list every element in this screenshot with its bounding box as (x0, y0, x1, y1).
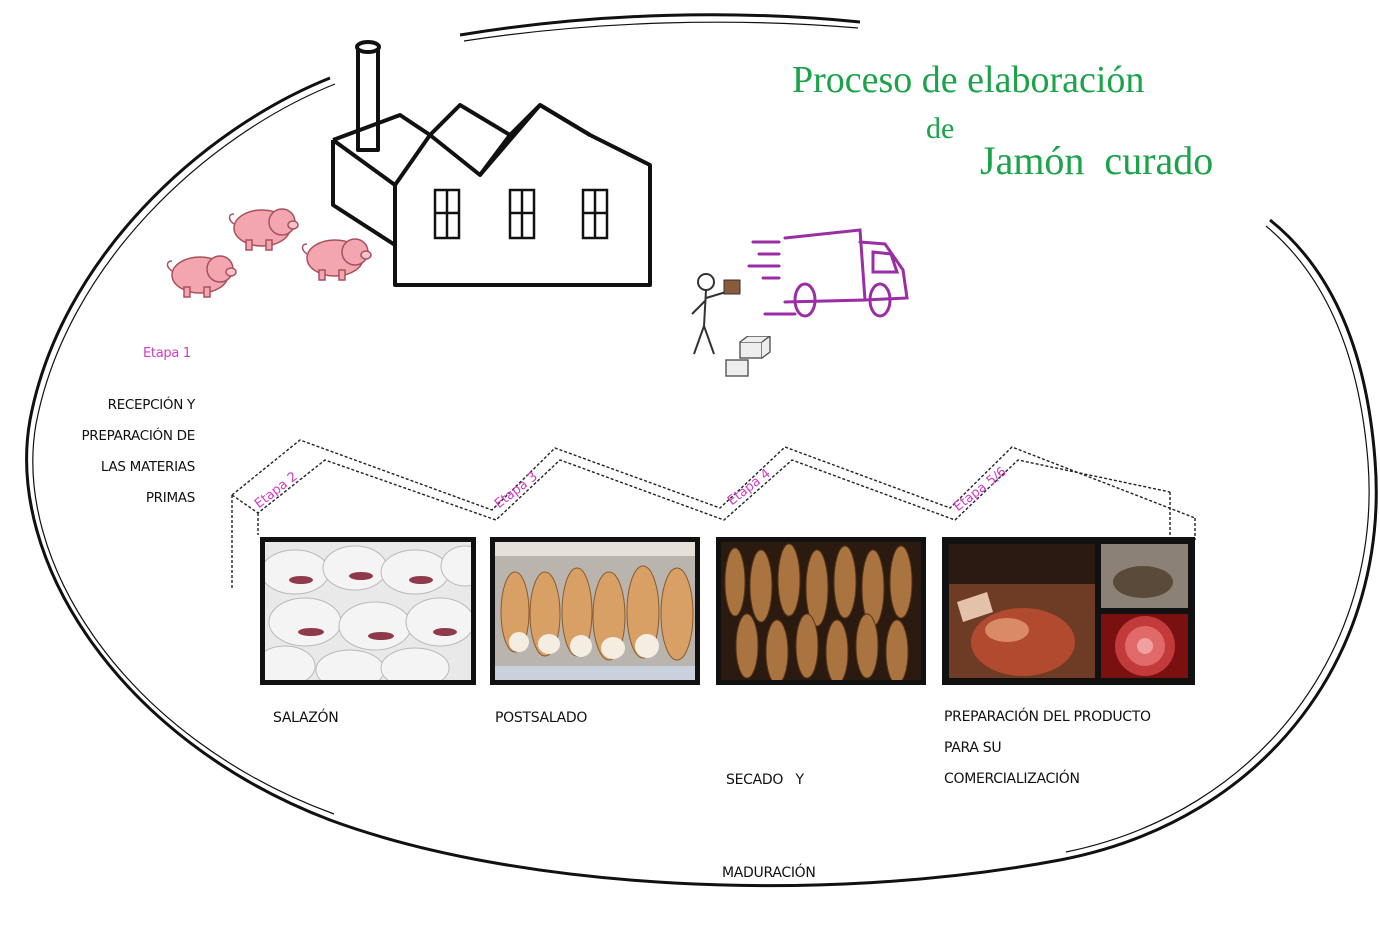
preparacion-photo (942, 537, 1195, 685)
oval-frame (25, 13, 1378, 888)
secado-photo (716, 537, 926, 685)
caption-line: COMERCIALIZACIÓN (944, 771, 1080, 787)
stage-1-label: Etapa 1 (143, 346, 191, 361)
stage-1-line: PREPARACIÓN DE (81, 428, 195, 444)
caption-salazon: SALAZÓN (273, 703, 339, 734)
factory-icon (331, 40, 652, 287)
box-icon (725, 336, 772, 377)
worker-icon (691, 273, 741, 355)
truck-icon (747, 228, 909, 318)
salazon-photo (260, 537, 476, 685)
caption-line: SALAZÓN (273, 710, 339, 726)
caption-line: PARA SU (944, 740, 1002, 756)
title-de: de (926, 112, 955, 145)
dashed-roof (231, 439, 1196, 590)
diagram-canvas: Etapa 2 Etapa 3 Etapa 4 Etapa 5/6 (25, 13, 1378, 888)
pig-icon (301, 238, 372, 281)
title-line-2: Jamón curado (980, 138, 1214, 183)
stage-1-line: PRIMAS (145, 490, 195, 506)
caption-line: MADURACIÓN (722, 865, 816, 881)
caption-line: SECADO Y (726, 772, 804, 788)
caption-preparacion: PREPARACIÓN DEL PRODUCTO PARA SU COMERCI… (944, 702, 1151, 795)
caption-line: PREPARACIÓN DEL PRODUCTO (944, 709, 1151, 725)
caption-postsalado: POSTSALADO (495, 703, 587, 734)
stage-1-line: RECEPCIÓN Y (107, 397, 196, 413)
title-line-1: Proceso de elaboración (792, 59, 1145, 101)
postsalado-photo (490, 537, 700, 685)
caption-line: POSTSALADO (495, 710, 588, 726)
stage-1-description: RECEPCIÓN Y PREPARACIÓN DE LAS MATERIAS … (40, 390, 195, 514)
caption-secado: SECADO Y MADURACIÓN (722, 703, 816, 951)
pig-icon (166, 255, 237, 298)
pig-icon (228, 208, 299, 251)
stage-1-line: LAS MATERIAS (100, 459, 195, 475)
